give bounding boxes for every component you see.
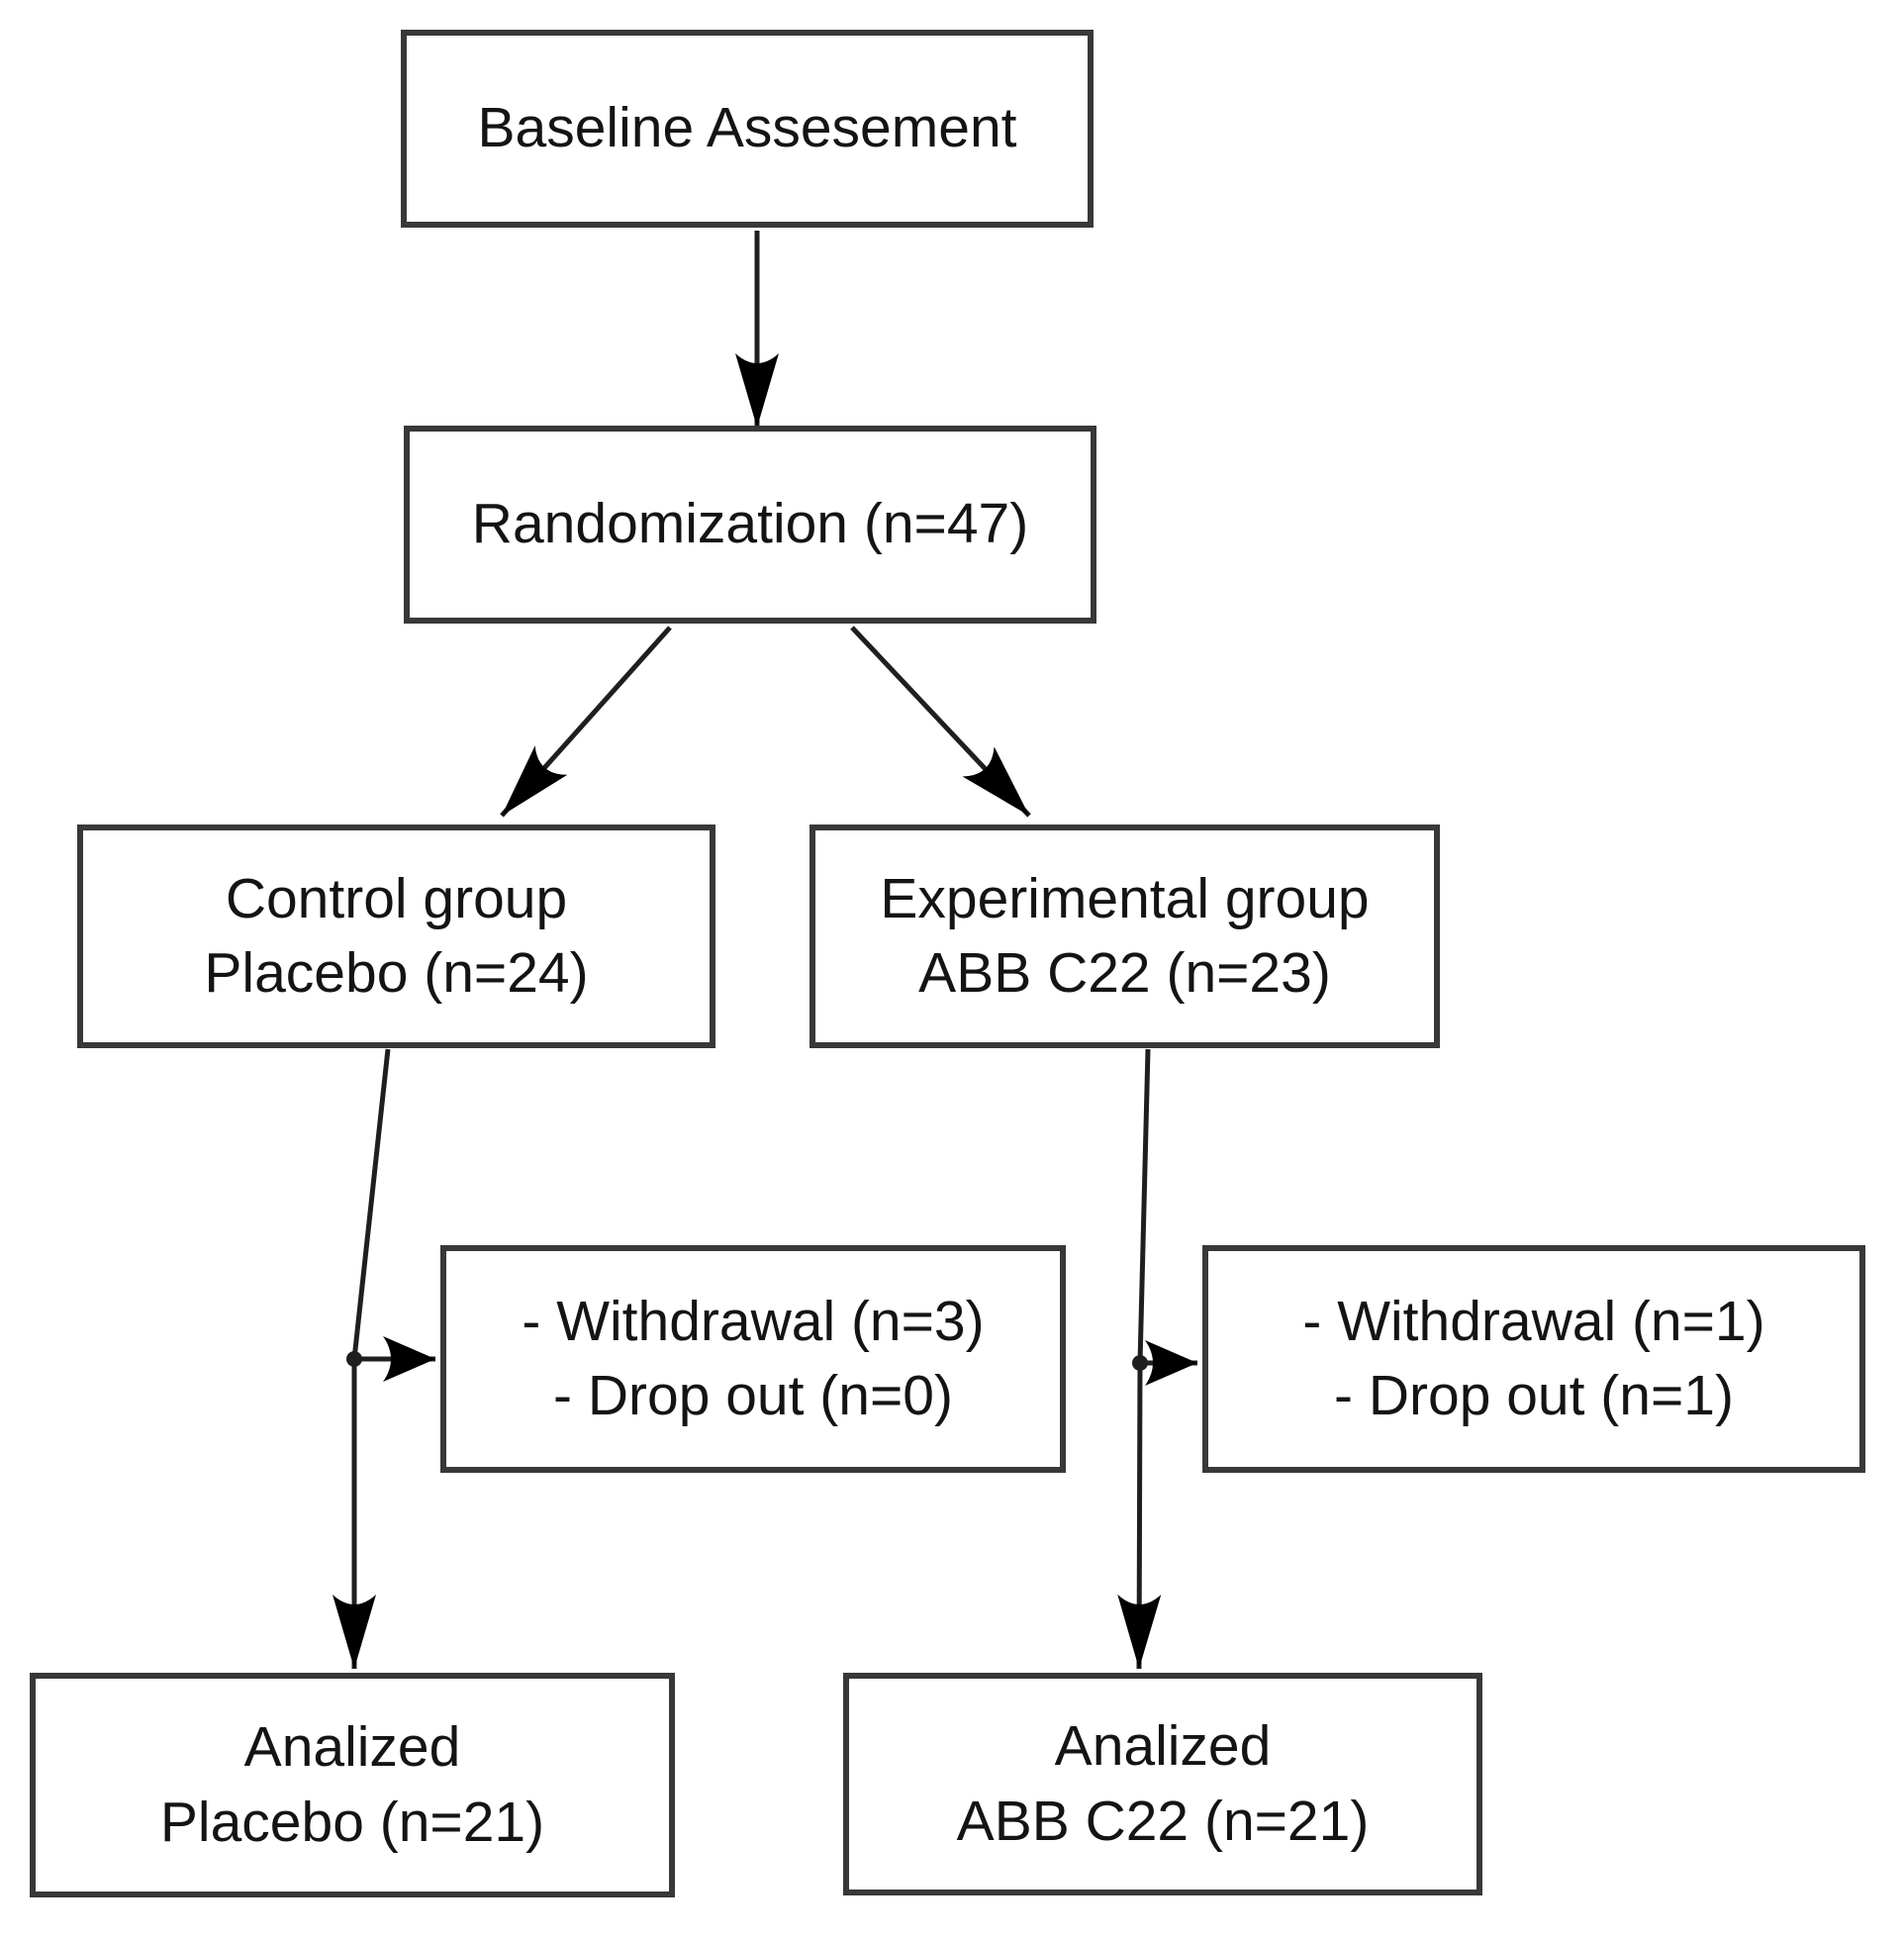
node-control-group: Control group Placebo (n=24) xyxy=(77,824,715,1048)
node-control-analyzed-line2: Placebo (n=21) xyxy=(159,1790,545,1854)
node-experimental-attrition-line1: - Withdrawal (n=1) xyxy=(1302,1289,1765,1353)
node-randomization: Randomization (n=47) xyxy=(404,426,1096,624)
node-control-attrition-line2: - Drop out (n=0) xyxy=(553,1364,953,1427)
node-experimental-analyzed-line2: ABB C22 (n=21) xyxy=(956,1789,1370,1853)
node-control-analyzed-line1: Analized xyxy=(243,1715,461,1780)
arrow-experimental-to-analyzed xyxy=(1117,1362,1162,1670)
node-experimental-attrition: - Withdrawal (n=1) - Drop out (n=1) xyxy=(1202,1245,1865,1473)
node-control-attrition-line1: - Withdrawal (n=3) xyxy=(522,1289,985,1353)
arrow-randomization-to-control xyxy=(500,626,672,818)
node-control-attrition: - Withdrawal (n=3) - Drop out (n=0) xyxy=(440,1245,1066,1473)
line-control-down xyxy=(351,1048,391,1360)
node-control-line2: Placebo (n=24) xyxy=(204,941,589,1005)
node-experimental-group: Experimental group ABB C22 (n=23) xyxy=(809,824,1440,1048)
node-randomization-label: Randomization (n=47) xyxy=(471,492,1029,556)
node-control-analyzed: Analized Placebo (n=21) xyxy=(30,1673,675,1897)
node-experimental-line2: ABB C22 (n=23) xyxy=(918,941,1331,1005)
node-experimental-analyzed-line1: Analized xyxy=(1054,1714,1272,1779)
line-experimental-down xyxy=(1137,1048,1151,1364)
node-control-line1: Control group xyxy=(225,866,568,930)
node-experimental-analyzed: Analized ABB C22 (n=21) xyxy=(843,1673,1482,1895)
node-experimental-attrition-line2: - Drop out (n=1) xyxy=(1334,1364,1734,1427)
arrow-randomization-to-experimental xyxy=(850,626,1031,818)
node-baseline-assessment: Baseline Assesement xyxy=(401,30,1094,228)
node-baseline-label: Baseline Assesement xyxy=(477,96,1017,160)
node-experimental-line1: Experimental group xyxy=(880,866,1370,930)
